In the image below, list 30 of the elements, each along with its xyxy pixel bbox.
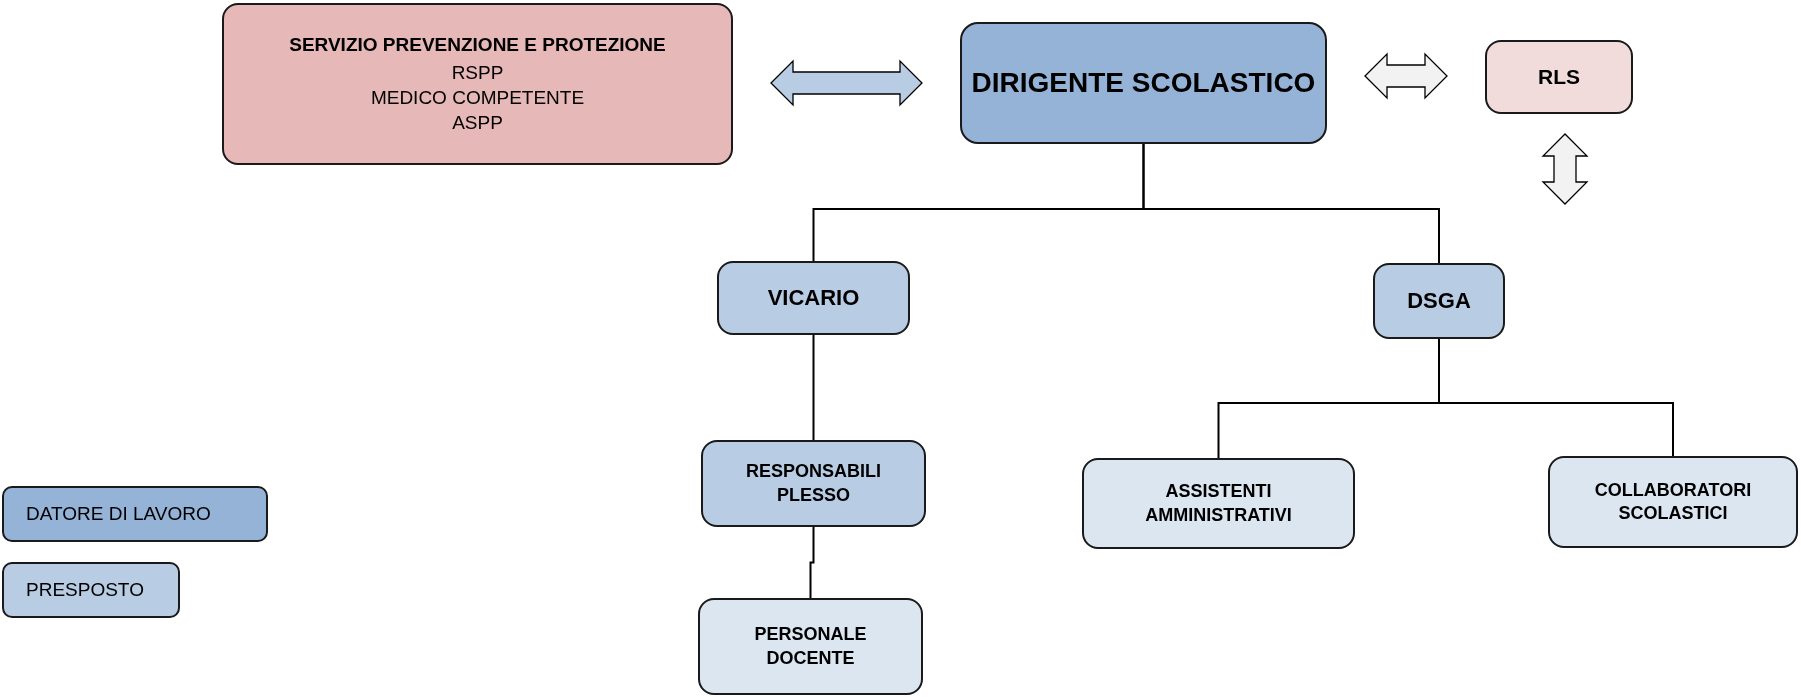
- box-text: RLS: [1537, 64, 1581, 91]
- double-arrow: [1541, 133, 1589, 205]
- box-text: RSPP: [451, 61, 504, 86]
- box-text: PERSONALE DOCENTE: [753, 623, 868, 670]
- connector-line: [809, 526, 815, 599]
- org-box: [1373, 263, 1505, 339]
- org-box: [960, 22, 1327, 144]
- legend-text: PRESPOSTO: [26, 579, 144, 601]
- connector-line: [1142, 143, 1440, 264]
- box-text: DIRIGENTE SCOLASTICO: [971, 66, 1316, 101]
- double-arrow: [770, 59, 923, 107]
- box-text: COLLABORATORI SCOLASTICI: [1593, 478, 1753, 525]
- connector-line: [812, 334, 815, 441]
- box-text: MEDICO COMPETENTE: [370, 86, 585, 110]
- org-box: [1485, 40, 1633, 114]
- legend-text: DATORE DI LAVORO: [26, 503, 211, 525]
- box-heading: SERVIZIO PREVENZIONE E PROTEZIONE: [289, 32, 666, 57]
- box-text: ASPP: [452, 110, 503, 135]
- connector-line: [1438, 338, 1674, 457]
- org-box: [698, 598, 923, 695]
- org-box: [701, 440, 926, 527]
- org-box: [1548, 456, 1798, 548]
- box-text: ASSISTENTI AMMINISTRATIVI: [1144, 480, 1293, 527]
- box-text: RESPONSABILI PLESSO: [745, 460, 882, 507]
- box-text: VICARIO: [766, 283, 861, 312]
- double-arrow: [1364, 52, 1448, 100]
- org-box: [222, 3, 733, 165]
- box-text: DSGA: [1406, 286, 1472, 315]
- org-box: [717, 261, 910, 335]
- org-box: [1082, 458, 1355, 549]
